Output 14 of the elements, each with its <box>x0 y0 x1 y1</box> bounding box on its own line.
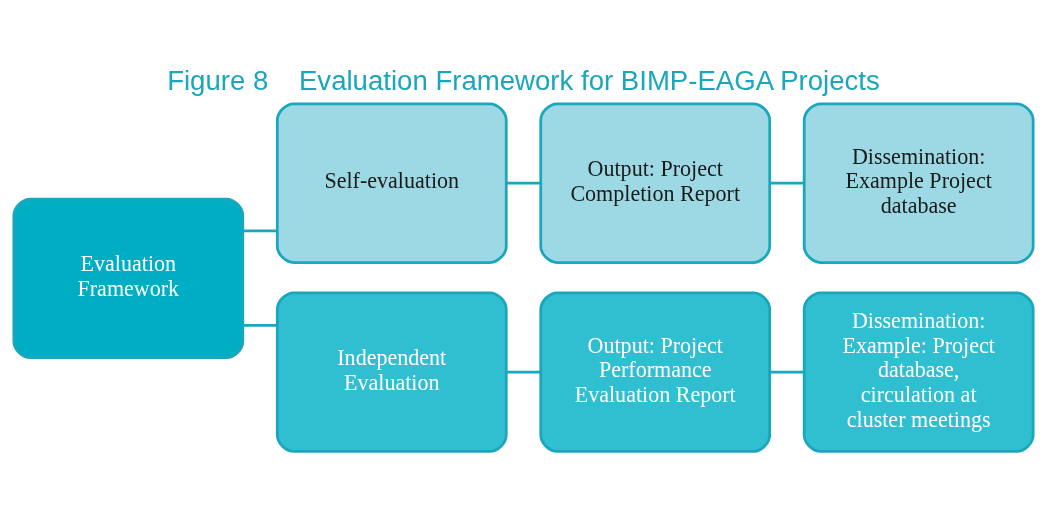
connector <box>243 323 277 327</box>
node-box: Dissemination: Example: Project database, circulation at cluster meetings <box>802 291 1035 453</box>
connector <box>243 228 277 232</box>
node-box: Self-evaluation <box>275 102 508 264</box>
connector <box>506 370 541 374</box>
connector <box>770 181 804 185</box>
node-box: Evaluation Framework <box>12 197 245 359</box>
node-box: Dissemination: Example Project database <box>802 102 1035 264</box>
node-box: Output: Project Performance Evaluation Report <box>539 291 772 453</box>
connector <box>770 370 804 374</box>
node-box: Output: Project Completion Report <box>539 102 772 264</box>
node-box: Independent Evaluation <box>275 291 508 453</box>
connector <box>506 181 541 185</box>
diagram-title: Figure 8 Evaluation Framework for BIMP-EAGA Projects <box>167 64 880 96</box>
